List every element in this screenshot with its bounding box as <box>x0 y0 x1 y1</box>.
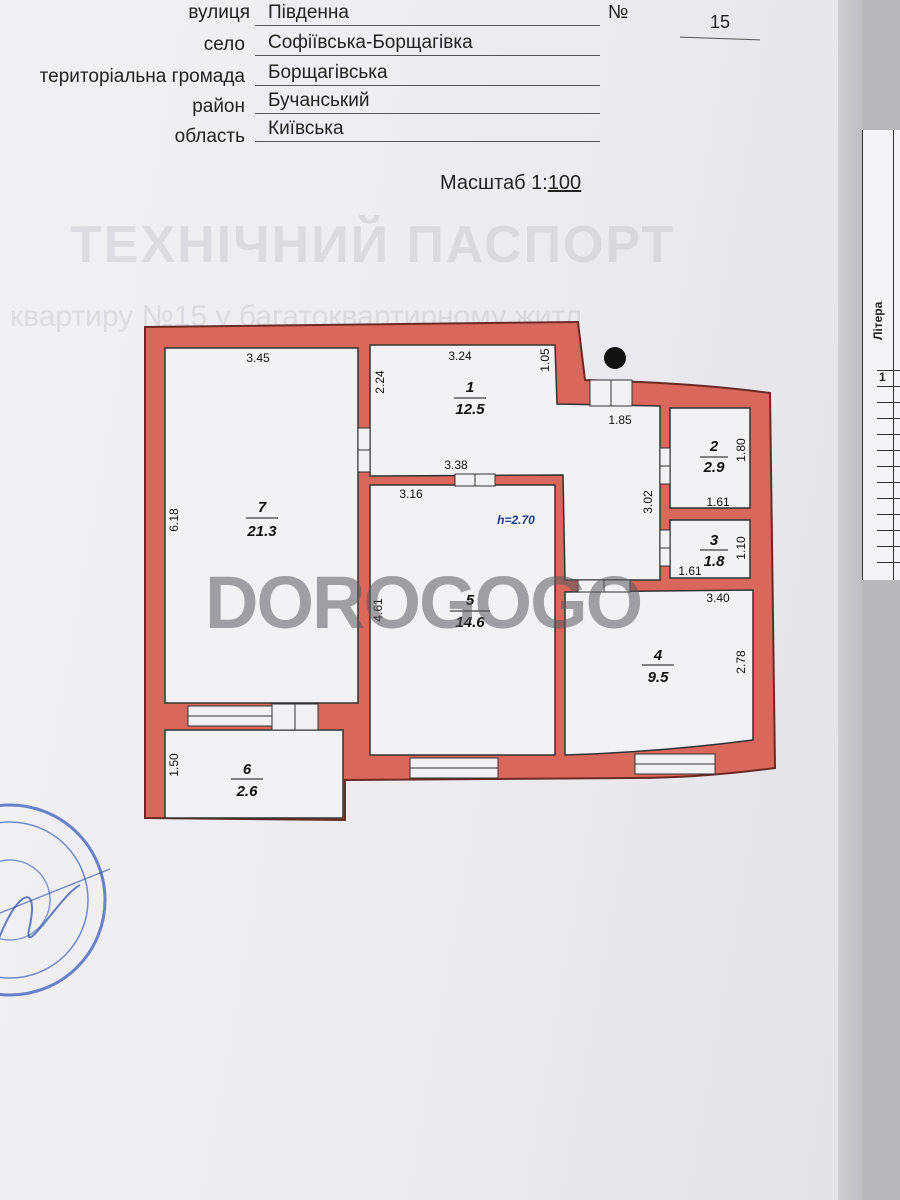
street-value: Південна <box>268 2 349 23</box>
room-6-floor <box>164 729 344 819</box>
room-4-area: 9.5 <box>648 669 670 686</box>
room-2-area: 2.9 <box>703 459 726 476</box>
dim-r1-width: 3.24 <box>448 349 472 363</box>
dim-r4-height: 2.78 <box>734 650 748 674</box>
side-table: Літера 1 <box>862 130 900 580</box>
room-1-area: 12.5 <box>455 401 485 418</box>
number-label: № <box>608 2 629 23</box>
room-6-area: 2.6 <box>236 783 259 800</box>
community-label: територіальна громада <box>39 66 245 87</box>
region-value: Київська <box>268 118 344 139</box>
dim-r7-height: 6.18 <box>167 508 181 532</box>
dim-r2-width: 1.61 <box>706 495 730 509</box>
room-5-area: 14.6 <box>455 614 485 631</box>
room-1-floor <box>369 344 661 581</box>
dim-r5-height: 4.61 <box>371 598 385 622</box>
dim-r5-top: 3.38 <box>444 458 468 472</box>
dim-r1-height: 2.24 <box>373 370 387 394</box>
scale-value: 100 <box>547 172 582 194</box>
official-stamp-icon <box>0 803 110 997</box>
number-value: 15 <box>710 12 731 32</box>
dim-r5-width: 3.16 <box>399 487 423 501</box>
room-7-area: 21.3 <box>246 523 277 540</box>
room-2-floor <box>669 407 751 509</box>
village-label: село <box>203 34 245 55</box>
room-3-area: 1.8 <box>704 553 726 570</box>
dim-r3-height: 1.10 <box>734 536 748 560</box>
entrance-dot-icon <box>604 347 626 369</box>
community-value: Борщагівська <box>268 62 388 83</box>
side-table-row-number: 1 <box>879 370 886 384</box>
district-value: Бучанський <box>268 90 370 111</box>
street-label: вулиця <box>188 2 250 23</box>
dim-corridor-width: 1.85 <box>608 413 632 427</box>
room-2-number: 2 <box>709 438 719 455</box>
dim-r7-width: 3.45 <box>246 351 270 365</box>
scale-label: Масштаб 1:100 <box>440 172 582 194</box>
room-6-number: 6 <box>243 761 252 778</box>
dim-r4-width: 3.40 <box>706 591 730 605</box>
room-4-floor <box>564 589 754 756</box>
room-5-floor <box>369 484 556 756</box>
region-label: область <box>174 126 245 147</box>
dim-r3-width: 1.61 <box>678 564 702 578</box>
doors <box>271 379 671 731</box>
dimensions: 3.45 6.18 3.24 2.24 1.05 1.85 3.02 3.38 … <box>167 348 748 777</box>
watermark-logo: DOROGOGO <box>205 561 643 644</box>
background-title: ТЕХНІЧНИЙ ПАСПОРТ <box>70 216 676 274</box>
windows <box>187 705 716 779</box>
room-labels: 7 21.3 1 12.5 2 2.9 3 1.8 4 9.5 5 14.6 6… <box>231 379 728 800</box>
district-label: район <box>192 96 245 117</box>
dim-r2-height: 1.80 <box>734 438 748 462</box>
page-edge <box>838 0 862 1200</box>
dim-r6-height: 1.50 <box>167 753 181 777</box>
dim-r1-recess: 1.05 <box>538 348 552 372</box>
room-1-number: 1 <box>466 379 474 396</box>
room-3-number: 3 <box>710 532 719 549</box>
room-7-floor <box>164 347 359 704</box>
village-value: Софіївська-Борщагівка <box>268 32 473 53</box>
room-5-number: 5 <box>466 592 475 609</box>
room-4-number: 4 <box>653 647 663 664</box>
dim-corridor-height: 3.02 <box>641 490 655 514</box>
room-7-number: 7 <box>258 499 267 516</box>
ceiling-height: h=2.70 <box>497 513 535 527</box>
